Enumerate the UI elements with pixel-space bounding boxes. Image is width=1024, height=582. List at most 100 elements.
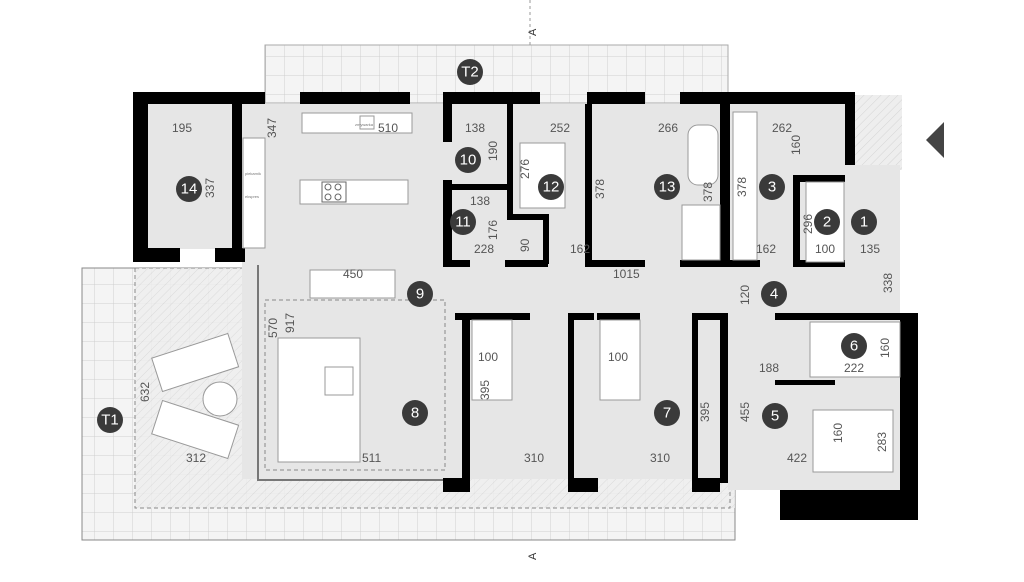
wall-segment — [300, 92, 410, 104]
dimension: 195 — [172, 121, 192, 135]
wall-segment — [543, 214, 549, 264]
room-label-badge — [97, 407, 123, 433]
wall-segment — [780, 490, 918, 520]
room-label-12: 12 — [538, 174, 564, 200]
sun-lounger — [151, 332, 240, 393]
walls — [133, 92, 918, 520]
dimension: 917 — [283, 313, 297, 333]
dimension: 190 — [486, 141, 500, 161]
wall-segment — [133, 248, 180, 262]
wall-segment — [775, 380, 835, 385]
dimension: 276 — [518, 159, 532, 179]
dimension: 378 — [735, 177, 749, 197]
single-bed — [471, 319, 513, 401]
room-number: 13 — [659, 179, 676, 196]
dimension: 511 — [362, 451, 381, 465]
wall-segment — [507, 104, 513, 214]
dimension: 162 — [756, 242, 776, 256]
wall-segment — [775, 313, 900, 320]
room-label-badge — [814, 209, 840, 235]
room-label-badge — [654, 174, 680, 200]
wall-segment — [597, 313, 640, 320]
room-label-badge — [851, 209, 877, 235]
dimension: 100 — [815, 242, 835, 256]
room-number: 11 — [455, 214, 471, 231]
room-label-badge — [762, 403, 788, 429]
room-number: 7 — [663, 405, 671, 422]
room-number: T1 — [101, 412, 119, 429]
room-number: 4 — [770, 286, 778, 303]
sink-icon — [359, 115, 375, 130]
dimension: 138 — [470, 194, 490, 208]
wall-segment — [443, 184, 507, 190]
wall-segment — [692, 313, 698, 483]
room-label-badge — [841, 333, 867, 359]
dimension: 100 — [478, 350, 498, 364]
sofa — [277, 337, 361, 463]
dimension: 266 — [658, 121, 678, 135]
room-label-t1: T1 — [97, 407, 123, 433]
wall-segment — [443, 260, 470, 267]
room-label-badge — [407, 281, 433, 307]
wall-segment — [507, 214, 547, 220]
room-number: 8 — [411, 405, 419, 422]
room-label-4: 4 — [761, 281, 787, 307]
room-number: 2 — [823, 214, 831, 231]
dimension: 252 — [550, 121, 570, 135]
wall-segment — [793, 260, 845, 267]
wall-segment — [692, 478, 720, 492]
dimension: 310 — [524, 451, 544, 465]
wall-segment — [680, 260, 760, 267]
room-label-8: 8 — [402, 400, 428, 426]
dimension: 176 — [486, 220, 500, 240]
wall-segment — [232, 104, 242, 250]
room-label-badge — [759, 174, 785, 200]
dimension: 262 — [772, 121, 792, 135]
wall-segment — [443, 92, 540, 104]
room-label-t2: T2 — [457, 59, 483, 85]
room-label-5: 5 — [762, 403, 788, 429]
room-number: 14 — [181, 181, 198, 198]
dimension: 337 — [203, 178, 217, 198]
wall-segment — [720, 104, 730, 266]
dining-table — [309, 269, 396, 299]
dimension: 347 — [265, 118, 279, 138]
dimension: 310 — [650, 451, 670, 465]
kitchen-label-coffee: ekspres — [245, 194, 259, 199]
dimension: 378 — [701, 182, 715, 202]
dimension: 160 — [878, 338, 892, 358]
dimension: 90 — [518, 238, 532, 252]
wall-segment — [568, 313, 574, 483]
wall-segment — [585, 104, 592, 266]
dimension: 450 — [343, 267, 363, 281]
room-label-14: 14 — [176, 176, 202, 202]
dimension: 296 — [801, 214, 815, 234]
furniture — [151, 111, 901, 473]
room-label-badge — [654, 400, 680, 426]
room-label-9: 9 — [407, 281, 433, 307]
wall-segment — [695, 313, 720, 320]
wall-segment — [680, 92, 852, 104]
room-label-badge — [176, 176, 202, 202]
room-label-badge — [761, 281, 787, 307]
room-number: 1 — [860, 214, 868, 231]
dimension: 570 — [266, 318, 280, 338]
sun-lounger — [151, 399, 240, 460]
wall-segment — [568, 478, 598, 492]
dimension: 222 — [844, 361, 864, 375]
dimension: 510 — [378, 121, 398, 135]
kitchen-appliances-room-3 — [732, 111, 758, 261]
wall-segment — [462, 313, 470, 483]
wall-segment — [443, 478, 470, 492]
room-number: T2 — [461, 64, 479, 81]
room-label-badge — [455, 147, 481, 173]
dimension: 135 — [860, 242, 880, 256]
room-label-3: 3 — [759, 174, 785, 200]
dimension: 422 — [787, 451, 807, 465]
room-label-10: 10 — [455, 147, 481, 173]
dimension: 160 — [831, 423, 845, 443]
room-label-badge — [402, 400, 428, 426]
wall-segment — [845, 92, 855, 165]
